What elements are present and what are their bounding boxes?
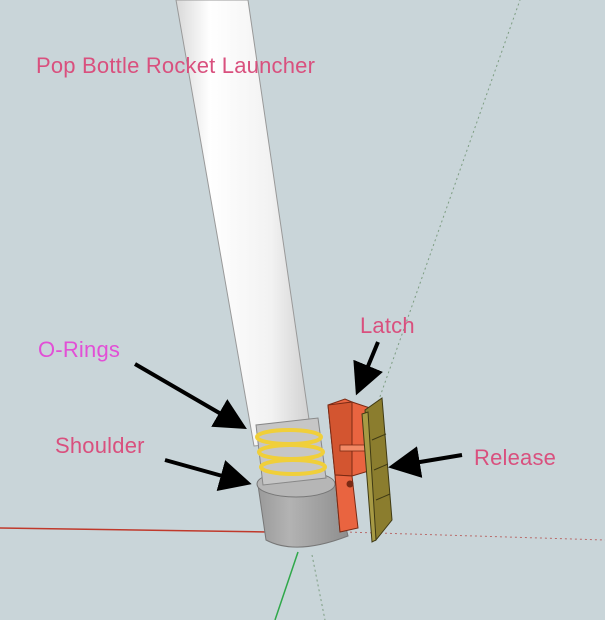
arrows	[133, 341, 463, 491]
shoulder-label: Shoulder	[55, 433, 145, 458]
arrow-icon	[133, 362, 247, 430]
dotted-guide-down	[311, 554, 326, 620]
arrow-icon	[353, 341, 383, 396]
arrow-icon	[388, 446, 463, 478]
latch-hole	[346, 480, 354, 488]
diagram-title: Pop Bottle Rocket Launcher	[36, 53, 316, 78]
oring-stack	[255, 417, 327, 486]
red-axis-line	[0, 527, 269, 533]
oring	[259, 458, 327, 476]
orings-label: O-Rings	[38, 337, 121, 362]
release-label: Release	[474, 445, 557, 470]
green-axis-line	[274, 551, 299, 620]
arrow-icon	[164, 458, 252, 491]
release-plate	[361, 397, 393, 543]
dotted-guide-right	[344, 531, 605, 541]
latch-label: Latch	[360, 313, 415, 338]
